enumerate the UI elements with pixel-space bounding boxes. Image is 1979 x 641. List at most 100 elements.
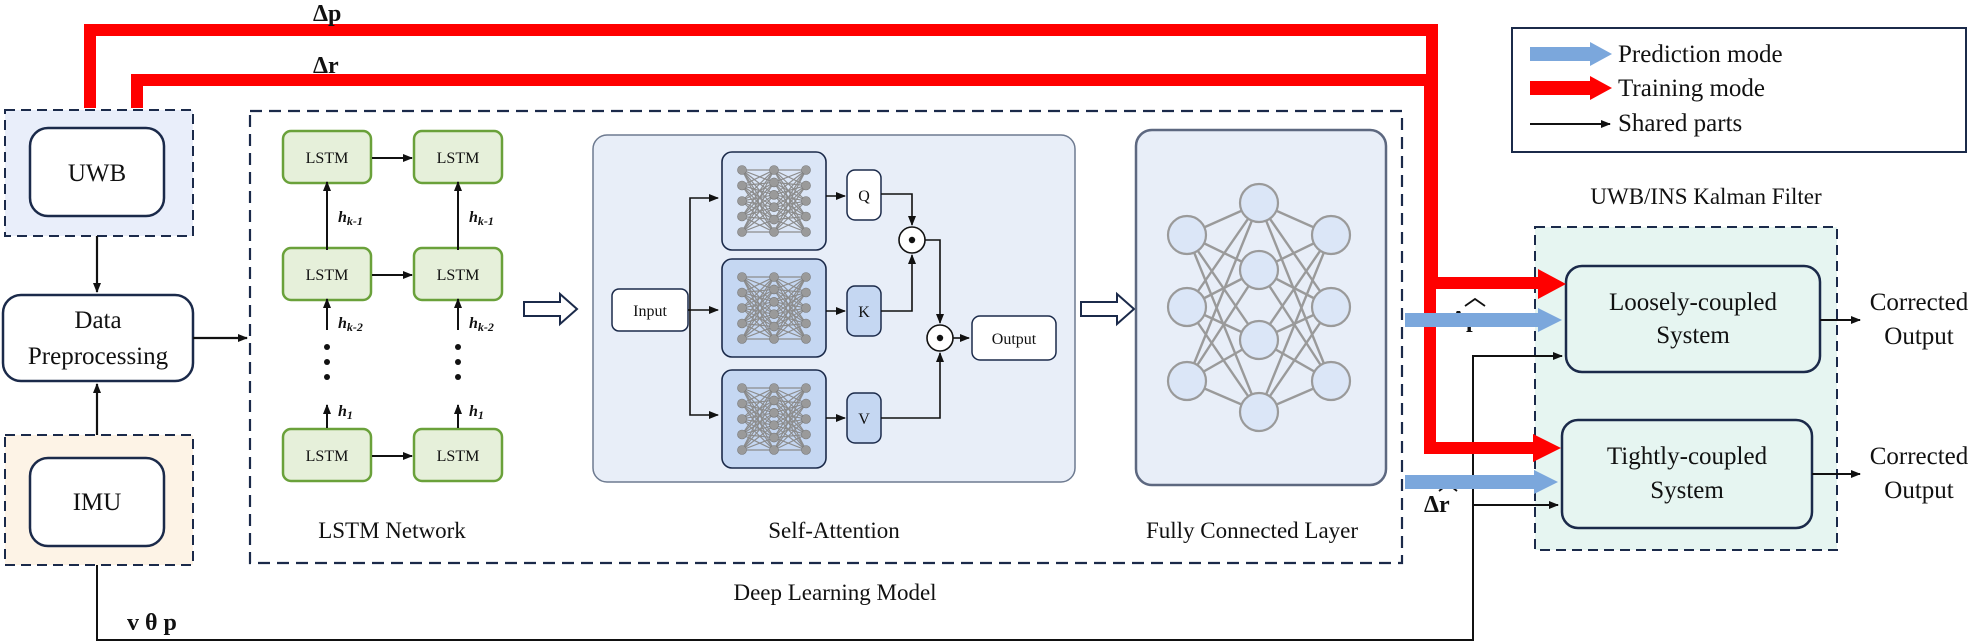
neuron [737,211,747,222]
neuron [801,211,811,222]
neuron [801,318,811,329]
fc-neuron [1238,391,1280,433]
fc-neuron [1310,214,1352,256]
lstm-cell-label: LSTM [437,448,480,465]
self-attention: Input Q K V Output Self-Attention [592,134,1076,543]
legend: Prediction mode Training mode Shared par… [1511,27,1967,153]
neuron [769,177,779,188]
neuron [801,180,811,191]
neuron [737,383,747,393]
delta-p-label: Δp [313,1,341,27]
fc-caption: Fully Connected Layer [1146,518,1358,543]
neuron [737,429,747,440]
neuron [769,296,779,307]
hollow-arrow-icon [1080,291,1136,327]
svg-text:Δr: Δr [1424,492,1450,518]
neuron [769,395,779,406]
neuron [769,284,779,295]
legend-training-arrow [1590,76,1612,100]
h-k2-label: hk-2 [338,315,363,334]
loose-output-label-2: Output [1884,323,1954,350]
attention-output-box [971,315,1057,361]
lstm-cell [412,427,504,483]
self-attention-caption: Self-Attention [768,518,900,543]
h-k1-label: hk-1 [338,209,363,228]
neuron [737,287,747,298]
h-k2-label: hk-2 [469,315,494,334]
neuron [769,334,779,344]
neuron [801,334,811,344]
fc-neuron [1238,249,1280,291]
neuron [737,445,747,455]
attention-input-label: Input [633,303,667,320]
neuron [769,309,779,320]
tightly-coupled-box [1560,418,1814,530]
neuron [737,398,747,409]
neuron [801,383,811,393]
tight-output-label-1: Corrected [1870,443,1969,470]
deep-learning-model-frame [248,109,1404,565]
fc-neuron [1310,360,1352,402]
neuron [769,202,779,212]
legend-training-label: Training mode [1618,75,1765,102]
lstm-cell-label: LSTM [437,150,480,167]
deep-learning-model-title: Deep Learning Model [733,580,936,605]
attention-branch [689,310,719,419]
fc-neuron [1238,182,1280,224]
h-k1-label: hk-1 [469,209,494,228]
fc-neuron [1166,286,1208,328]
neuron [801,287,811,298]
lstm-cell-label: LSTM [437,267,480,284]
fc-neuron [1166,214,1208,256]
v-label: V [858,411,870,428]
delta-r-hat-label: Δr [1424,482,1458,518]
neuron [801,445,811,455]
q-box [846,169,882,221]
neuron [801,272,811,282]
preprocessing-box: Data Preprocessing [1,293,195,383]
neuron [769,321,779,332]
lstm-cell [281,427,373,483]
neuron [769,272,779,282]
uwb-region: UWB [4,109,194,237]
neuron [801,165,811,175]
neuron [801,303,811,313]
fc-neuron [1166,360,1208,402]
legend-prediction-label: Prediction mode [1618,41,1783,68]
neuron [737,414,747,424]
q-label: Q [858,188,870,205]
hollow-arrow-icon [523,291,579,327]
preprocessing-label-1: Data [74,307,121,334]
loose-label-2: System [1656,322,1730,349]
neuron [769,432,779,443]
loose-output-label-1: Corrected [1870,289,1969,316]
neuron [801,429,811,440]
fc-neuron [1310,286,1352,328]
imu-outputs-label: v θ p [127,610,177,636]
tight-label-1: Tightly-coupled [1607,443,1768,470]
kalman-filter: UWB/INS Kalman Filter Loosely-coupled Sy… [1534,184,1838,551]
preprocessing-label-2: Preprocessing [28,343,169,370]
fc-neuron [1238,319,1280,361]
neuron [769,407,779,418]
k-label: K [858,304,870,321]
neuron [769,383,779,393]
legend-shared-label: Shared parts [1618,110,1742,137]
loose-label-1: Loosely-coupled [1609,289,1778,316]
lstm-cell-label: LSTM [306,448,349,465]
lstm-caption: LSTM Network [318,518,466,543]
fully-connected-layer: Fully Connected Layer [1134,128,1388,543]
kalman-title: UWB/INS Kalman Filter [1590,184,1822,209]
neuron [737,180,747,191]
neuron [737,227,747,237]
lstm-cell-label: LSTM [306,150,349,167]
neuron [769,227,779,237]
uwb-box [28,126,166,218]
neuron [769,214,779,225]
neuron [737,334,747,344]
delta-r-label: Δr [313,53,339,79]
imu-region: IMU [4,434,194,566]
legend-prediction-arrow [1590,42,1612,66]
